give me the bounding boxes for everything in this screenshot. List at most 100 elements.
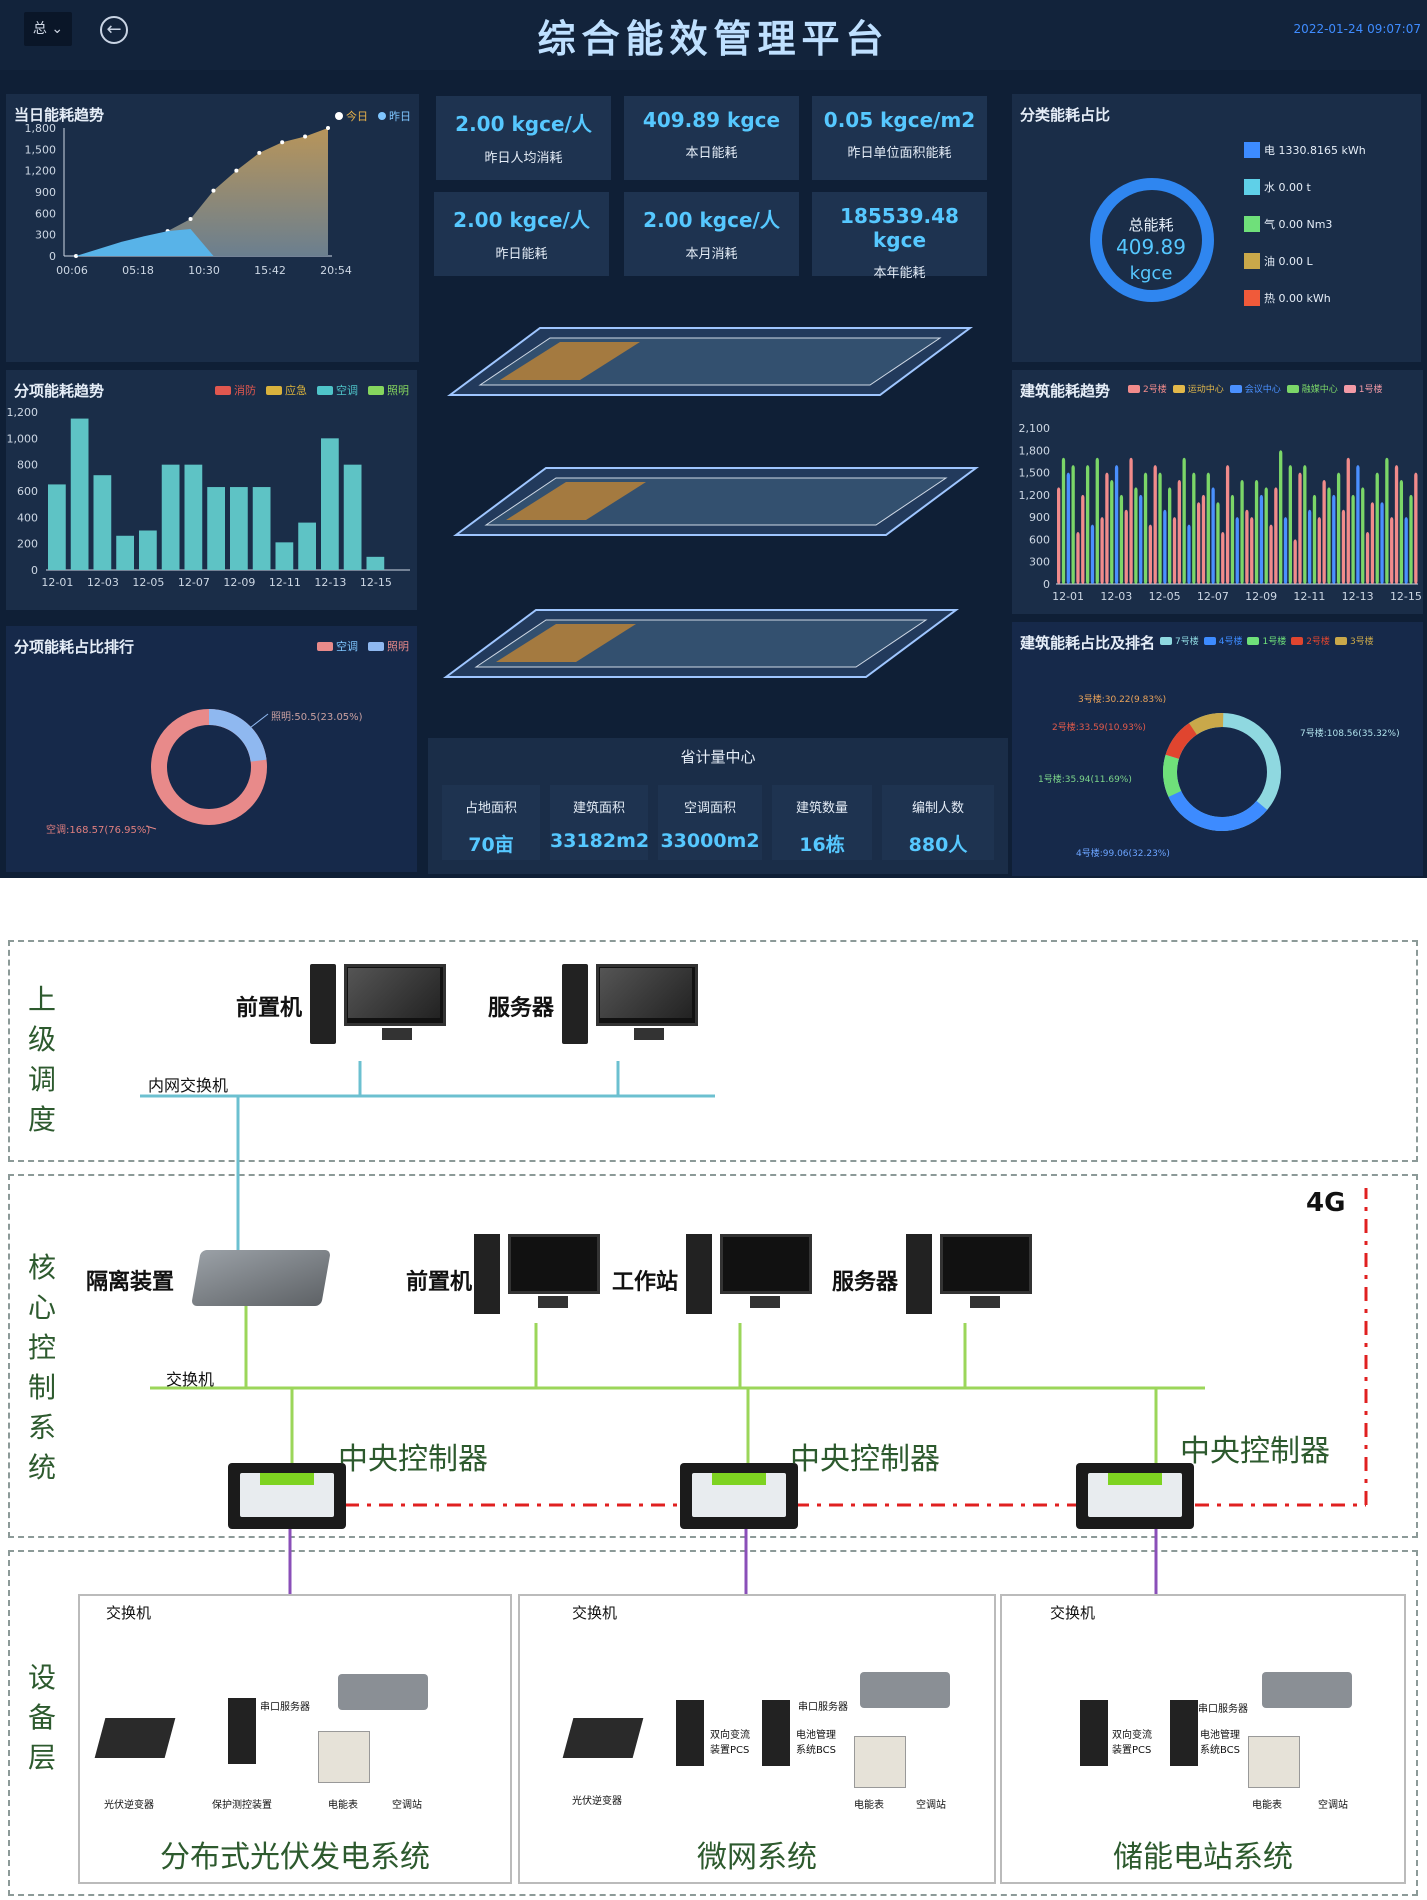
bar (1250, 517, 1254, 584)
bar (1332, 494, 1336, 584)
top-bar: 总 ⌄ ← 综合能效管理平台 2022-01-24 09:07:07 (0, 0, 1427, 70)
x-tick: 12-15 (360, 576, 392, 589)
x-tick: 12-05 (132, 576, 164, 589)
y-tick: 1,500 (25, 143, 57, 156)
legend-item[interactable]: 4号楼 (1203, 634, 1242, 647)
bar (139, 530, 157, 570)
category-legend-item[interactable]: 水 0.00 t (1244, 179, 1366, 195)
chart-legend: 消防 应急 空调 照明 (215, 382, 409, 398)
legend-ac: 空调 (317, 638, 358, 654)
bar (1119, 494, 1124, 584)
category-legend-item[interactable]: 热 0.00 kWh (1244, 290, 1366, 306)
bar (1327, 487, 1331, 584)
legend-yesterday[interactable]: 昨日 (378, 108, 411, 124)
floor-plan-2 (452, 467, 980, 536)
category-legend-item[interactable]: 电 1330.8165 kWh (1244, 142, 1366, 158)
legend-item[interactable]: 会议中心 (1229, 382, 1281, 395)
label-core-switch: 交换机 (166, 1370, 215, 1389)
bar (1076, 532, 1080, 584)
floor-plan-1 (446, 327, 974, 396)
legend-item[interactable]: 1号楼 (1343, 382, 1383, 395)
bar (1230, 494, 1235, 584)
bar (1114, 465, 1119, 584)
legend-item[interactable]: 1号楼 (1247, 634, 1286, 647)
bar (1163, 509, 1167, 584)
x-tick: 00:06 (56, 264, 88, 277)
center-title: 省计量中心 (680, 748, 756, 766)
x-tick: 12-03 (1100, 590, 1132, 603)
bar (207, 487, 225, 570)
y-tick: 1,500 (1019, 467, 1051, 480)
y-tick: 600 (1029, 533, 1050, 546)
bar (1298, 472, 1302, 584)
isolation-device-icon (191, 1250, 331, 1306)
legend-item[interactable]: 运动中心 (1172, 382, 1224, 395)
central-controller-icon (228, 1463, 346, 1529)
bar (252, 487, 271, 570)
series-yesterday-area (76, 228, 214, 256)
category-legend: 电 1330.8165 kWh 水 0.00 t 气 0.00 Nm3 油 0.00 … (1244, 142, 1366, 327)
x-tick: 12-13 (314, 576, 346, 589)
bar (1269, 524, 1273, 584)
legend-item[interactable]: 2号楼 (1128, 382, 1167, 395)
chart-legend: 7号楼 4号楼 1号楼 2号楼 3号楼 (1160, 634, 1374, 647)
legend-label: 气 0.00 Nm3 (1264, 218, 1333, 231)
legend-swatch (1244, 216, 1260, 232)
subsystem-storage: 交换机 串口服务器 储能电站系统 双向变流装置PCS 电池管理系统BCS 电能表… (1000, 1594, 1406, 1884)
bar (1264, 487, 1268, 584)
central-controller-icon (680, 1463, 798, 1529)
y-tick: 2,100 (1019, 422, 1051, 435)
bar (1134, 487, 1138, 584)
bar (161, 464, 180, 570)
bar (1085, 465, 1090, 584)
bar (1124, 509, 1128, 584)
label-4g: 4G (1306, 1188, 1346, 1218)
bar (1110, 480, 1114, 584)
bar (1303, 465, 1307, 584)
bar (1279, 450, 1283, 584)
bar (275, 542, 294, 570)
bar (1336, 472, 1341, 584)
bar (1375, 472, 1379, 584)
legend-swatch (1244, 290, 1260, 306)
bar (1172, 517, 1177, 584)
panel-title: 分项能耗占比排行 (14, 638, 135, 656)
bar (1399, 480, 1404, 584)
bar (1254, 480, 1259, 584)
bar (1365, 532, 1370, 584)
legend-label: 油 0.00 L (1264, 255, 1313, 268)
category-legend-item[interactable]: 油 0.00 L (1244, 253, 1366, 269)
legend-today[interactable]: 今日 (335, 108, 368, 124)
bar (1351, 494, 1355, 584)
category-legend-item[interactable]: 气 0.00 Nm3 (1244, 216, 1366, 232)
legend-swatch (1244, 253, 1260, 269)
bar (1105, 472, 1109, 584)
bar (116, 535, 134, 570)
point-today (234, 168, 239, 173)
scope-dropdown[interactable]: 总 ⌄ (24, 12, 72, 46)
panel-title: 分项能耗趋势 (14, 382, 105, 400)
zone-core (8, 1174, 1418, 1538)
bar (1259, 494, 1264, 584)
chart-legend: 空调 照明 (317, 638, 409, 654)
zone-label-dispatch: 上级调度 (27, 983, 56, 1136)
bar (1153, 465, 1157, 584)
back-arrow-icon[interactable]: ← (100, 16, 128, 44)
legend-item[interactable]: 7号楼 (1160, 634, 1199, 647)
legend-item[interactable]: 3号楼 (1334, 634, 1374, 647)
rank-label: 2号楼:33.59(10.93%) (1052, 723, 1146, 733)
scope-label: 总 (32, 21, 47, 37)
legend-item[interactable]: 融媒中心 (1286, 382, 1338, 395)
legend-item[interactable]: 2号楼 (1291, 634, 1330, 647)
bar (1317, 517, 1321, 584)
bar (1081, 494, 1085, 584)
bar (1385, 457, 1389, 584)
bar (1245, 509, 1249, 584)
bar (1057, 487, 1061, 584)
